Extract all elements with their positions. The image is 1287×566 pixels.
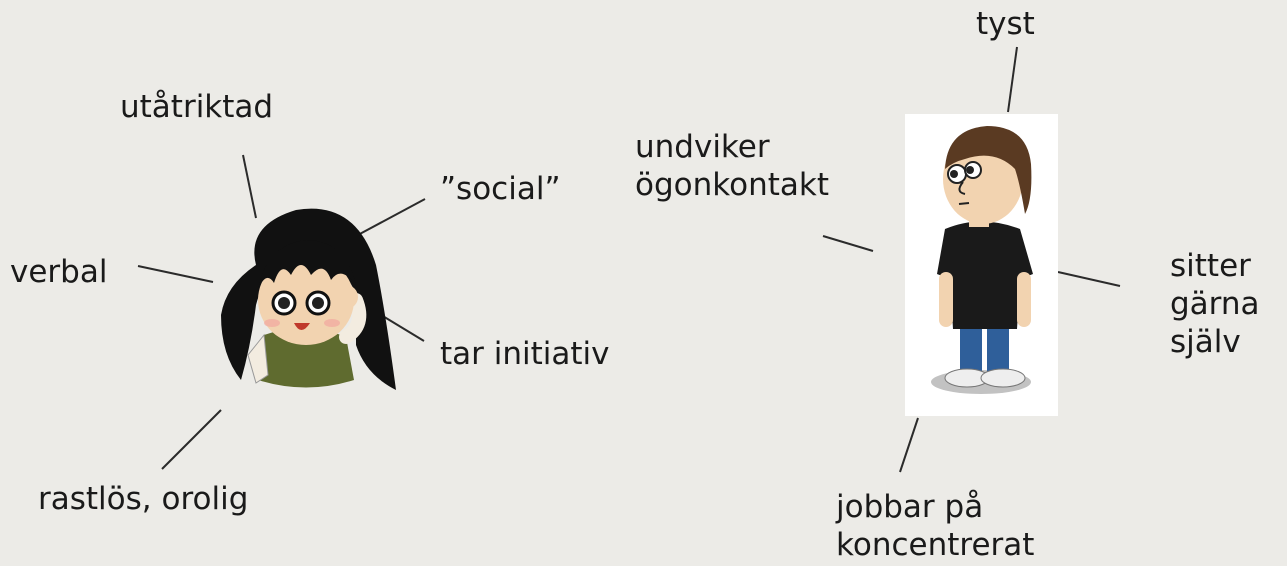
label-undviker-ogonkontakt: undviker ögonkontakt — [635, 129, 829, 203]
label-social: ”social” — [440, 171, 561, 207]
label-tar-initiativ: tar initiativ — [440, 336, 610, 372]
label-sitter-garna-sjalv: sitter gärna själv — [1170, 248, 1260, 360]
girl-cartoon-icon — [221, 208, 396, 390]
line-verbal — [137, 265, 214, 283]
boy-cartoon-icon — [931, 126, 1033, 394]
line-social — [355, 198, 426, 237]
label-utatriktad: utåtriktad — [120, 89, 274, 125]
line-tyst — [1007, 46, 1018, 113]
label-jobbar-pa-koncentrerat: jobbar på koncentrerat — [836, 489, 1035, 563]
line-undviker — [822, 235, 874, 252]
label-verbal: verbal — [10, 254, 108, 290]
line-sitter — [1057, 271, 1121, 287]
line-utatriktad — [242, 154, 257, 219]
label-rastlos-orolig: rastlös, orolig — [38, 481, 249, 517]
line-jobbar — [899, 417, 919, 473]
label-tyst: tyst — [976, 6, 1035, 42]
line-rastlos — [161, 409, 222, 470]
